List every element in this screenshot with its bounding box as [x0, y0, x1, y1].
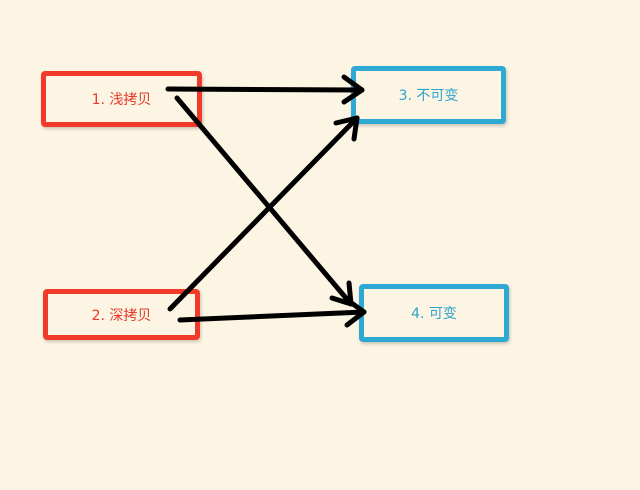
node-shallow-copy: 1. 浅拷贝 [41, 71, 202, 127]
node-label: 3. 不可变 [398, 88, 459, 104]
node-label: 4. 可变 [411, 306, 457, 322]
arrow-deep-to-immutable [167, 115, 360, 312]
arrow-shallow-to-immutable [165, 74, 365, 105]
node-deep-copy: 2. 深拷贝 [43, 289, 200, 340]
arrow-deep-to-mutable [177, 296, 367, 328]
node-label: 1. 浅拷贝 [91, 92, 152, 108]
node-label: 2. 深拷贝 [91, 307, 152, 324]
